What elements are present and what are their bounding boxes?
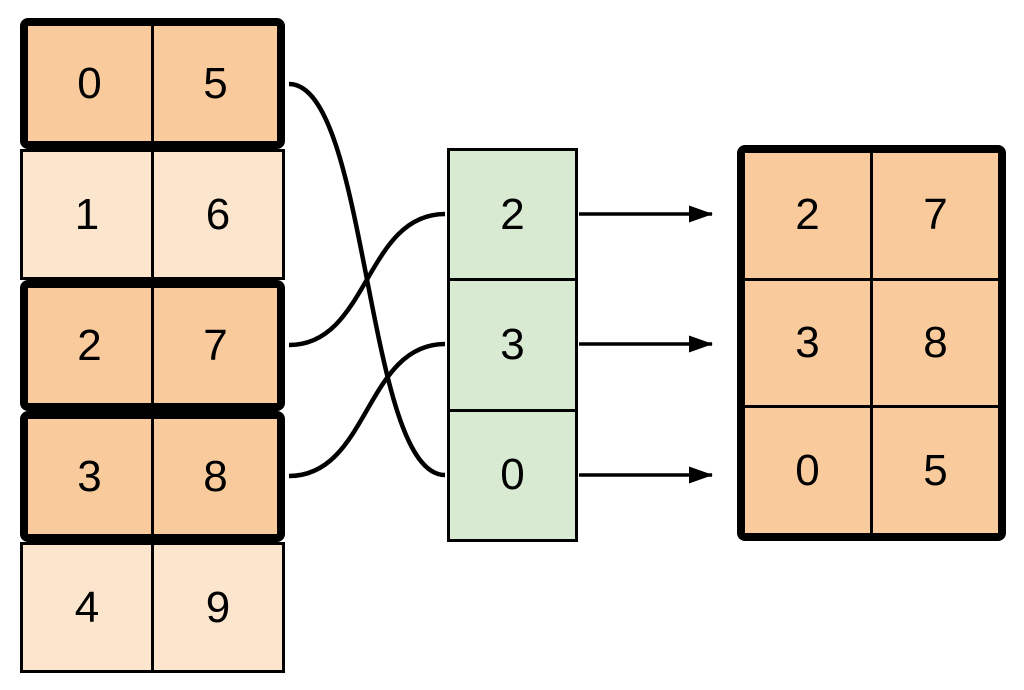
source-cell-r4c1: 9 — [151, 545, 282, 670]
source-cell-r3c0: 3 — [77, 451, 102, 501]
result-cell-r0c1: 7 — [870, 153, 998, 278]
index-cell-1: 3 — [450, 278, 575, 408]
source-table: 0 5 1 6 2 7 3 8 4 9 — [20, 18, 285, 673]
result-cell-r2c0: 0 — [795, 445, 820, 495]
result-row-1: 3 8 — [745, 277, 998, 406]
source-row-2: 2 7 — [20, 280, 285, 411]
source-row-4: 4 9 — [20, 542, 285, 673]
result-cell-r1c1: 8 — [870, 280, 998, 406]
result-row-0: 2 7 — [745, 153, 998, 278]
curve-row2-to-index2 — [288, 211, 446, 348]
source-row-0: 0 5 — [20, 18, 285, 149]
result-cell-r2c1: 5 — [870, 408, 998, 534]
source-cell-r1c1: 6 — [151, 152, 282, 277]
source-cell-r1c0: 1 — [74, 189, 100, 239]
index-cell-2: 0 — [450, 408, 575, 539]
result-table: 2 7 3 8 0 5 — [737, 145, 1006, 541]
source-cell-r4c0: 4 — [74, 582, 100, 632]
curve-row0-to-index0 — [288, 81, 446, 478]
index-cell-0: 2 — [500, 189, 525, 239]
result-cell-r1c0: 3 — [795, 318, 820, 367]
source-cell-r2c1: 7 — [151, 288, 277, 403]
index-array-column: 2 3 0 — [447, 148, 578, 542]
curve-row3-to-index3 — [288, 341, 446, 479]
source-row-1: 1 6 — [20, 149, 285, 280]
result-row-2: 0 5 — [745, 405, 998, 534]
source-cell-r0c0: 0 — [77, 58, 102, 108]
source-row-3: 3 8 — [20, 411, 285, 542]
result-cell-r0c0: 2 — [795, 190, 820, 240]
source-cell-r3c1: 8 — [151, 419, 277, 534]
source-cell-r2c0: 2 — [77, 320, 102, 370]
source-cell-r0c1: 5 — [151, 26, 277, 141]
